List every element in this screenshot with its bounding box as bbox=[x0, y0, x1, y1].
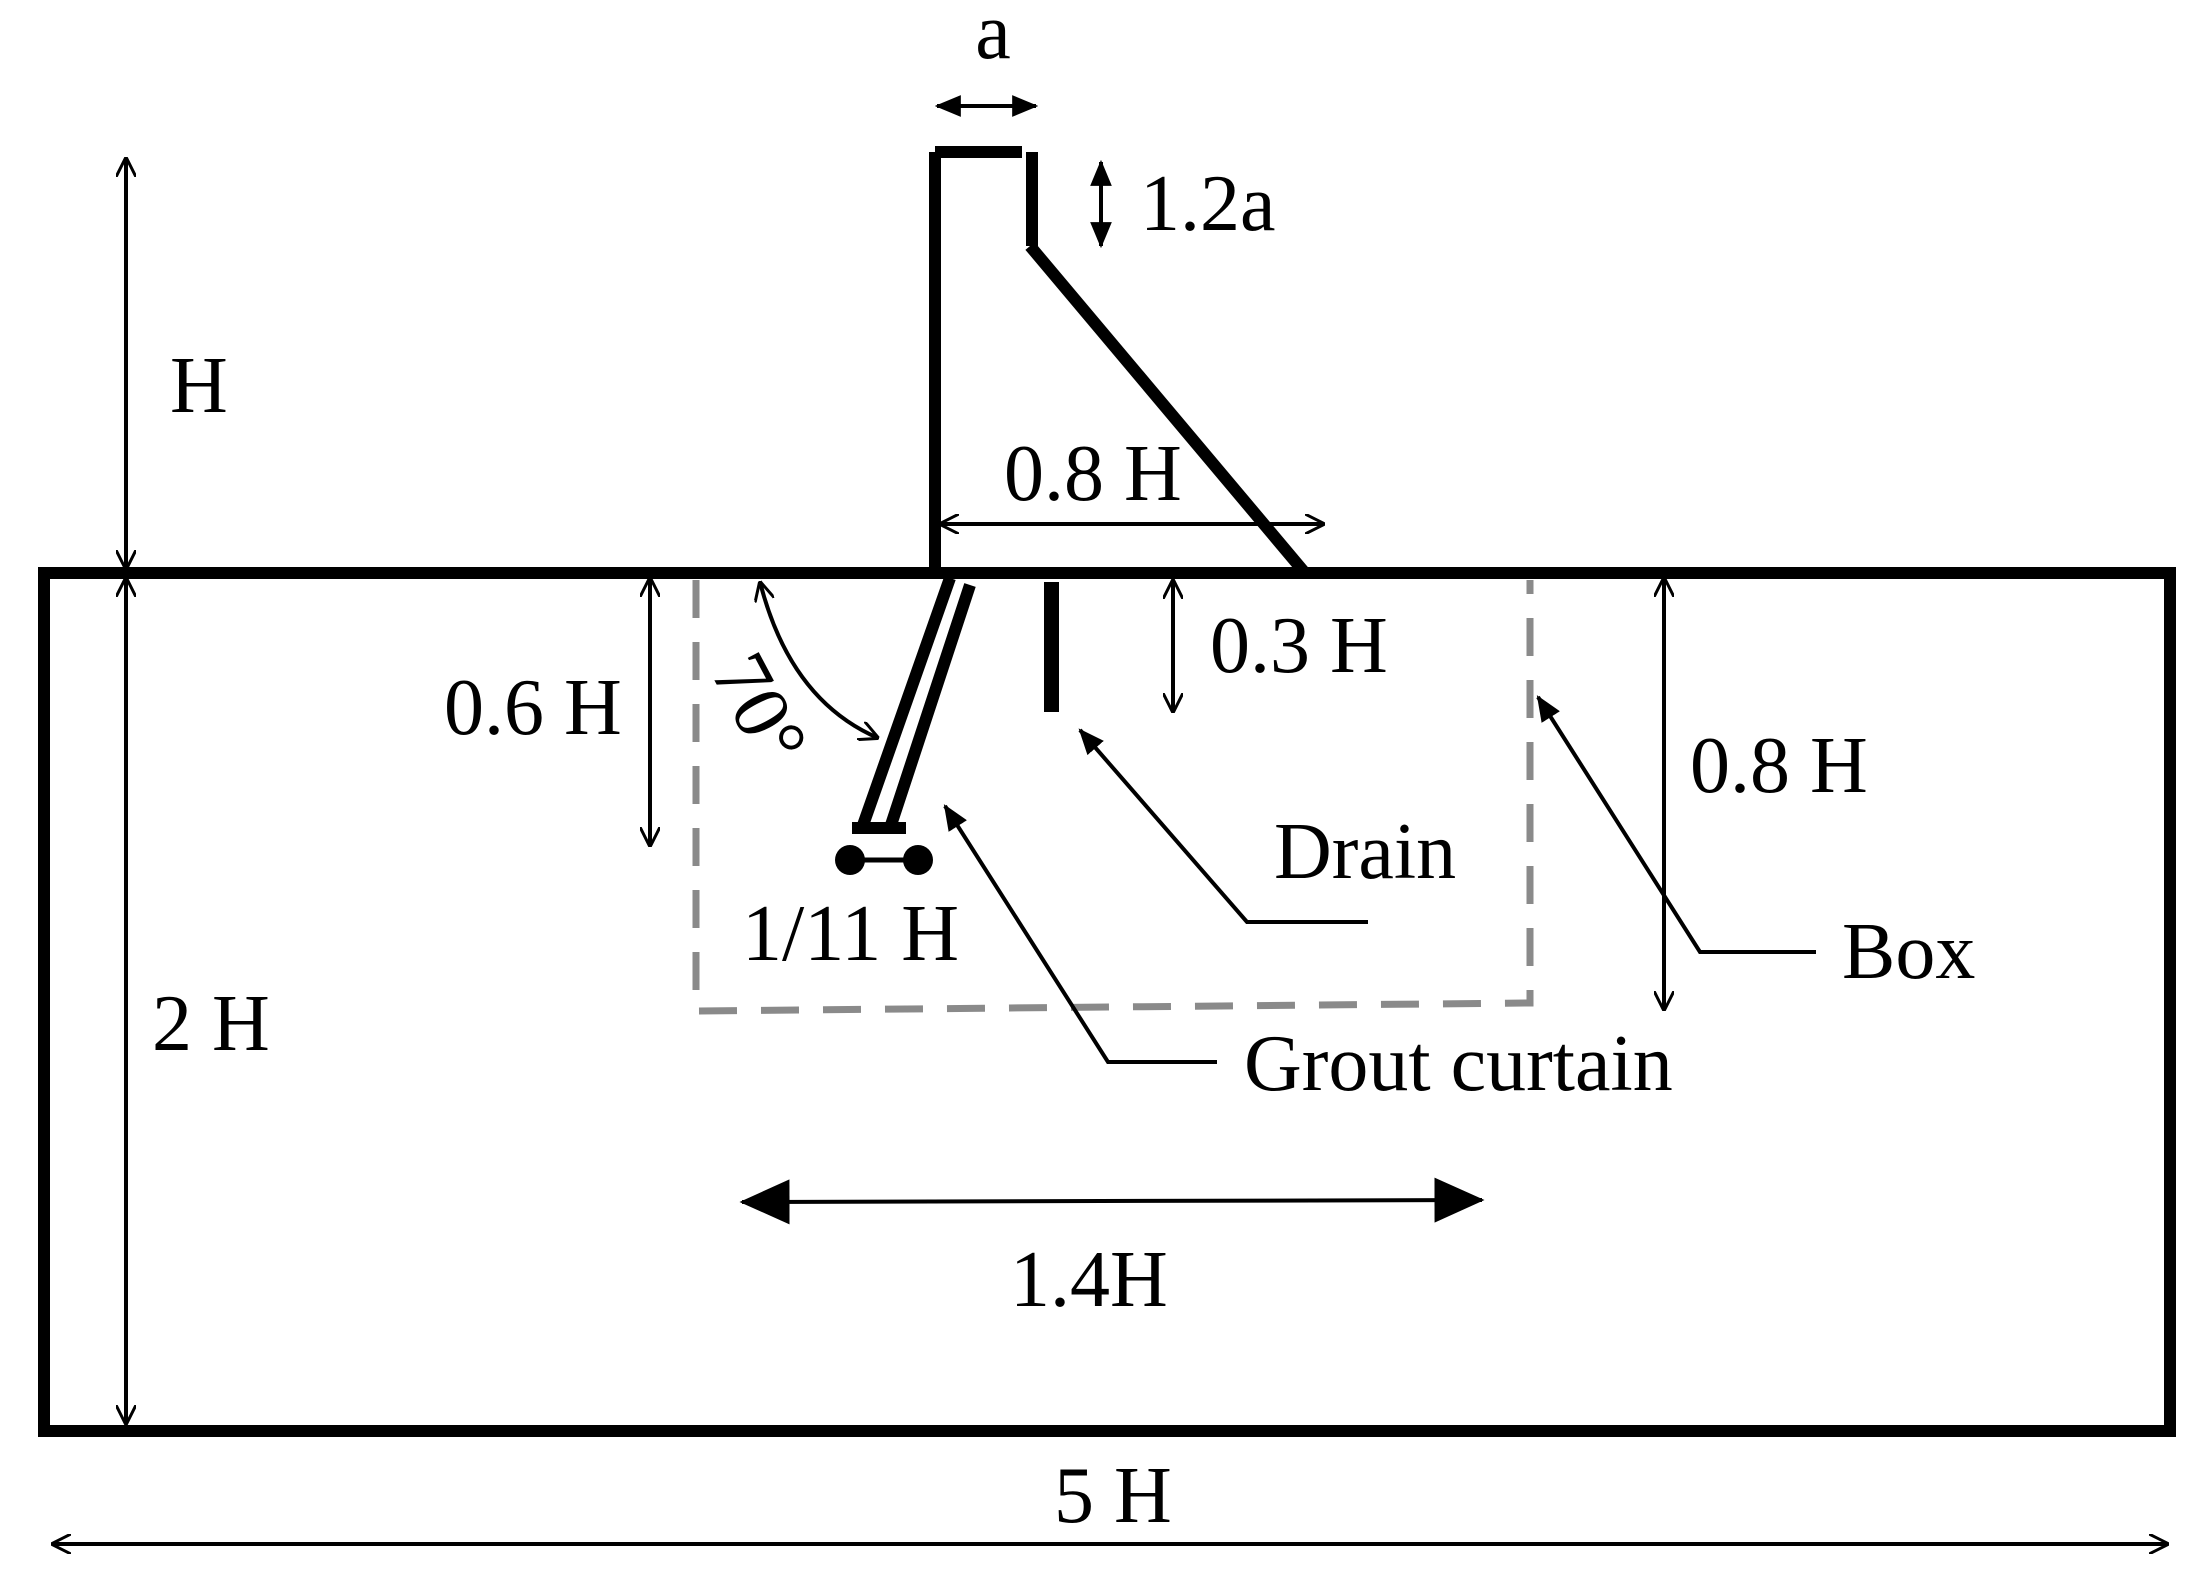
leader-box bbox=[1536, 695, 1816, 954]
foundation-boundary bbox=[38, 567, 2176, 1437]
label-crest-height: 1.2a bbox=[1140, 160, 1276, 248]
label-grout-curtain: Grout curtain bbox=[1244, 1020, 1673, 1108]
dim-box-width bbox=[739, 1177, 1485, 1225]
label-drain-depth: 0.3 H bbox=[1210, 602, 1388, 690]
label-foundation-depth: 2 H bbox=[152, 980, 270, 1068]
grout-curtain-left-edge bbox=[856, 576, 956, 830]
label-box-depth: 0.8 H bbox=[1690, 722, 1868, 810]
label-box: Box bbox=[1842, 908, 1975, 996]
label-drain: Drain bbox=[1274, 808, 1456, 896]
dim-curtain-width-dot-right bbox=[903, 845, 933, 875]
dim-curtain-width-dot-left bbox=[835, 845, 865, 875]
analysis-box bbox=[692, 580, 1534, 1015]
label-dam-height: H bbox=[170, 342, 228, 430]
label-angle: 70° bbox=[694, 639, 824, 779]
label-curtain-width: 1/11 H bbox=[742, 890, 959, 978]
label-dam-base: 0.8 H bbox=[1004, 430, 1182, 518]
label-grout-depth: 0.6 H bbox=[444, 664, 622, 752]
label-total-width: 5 H bbox=[1054, 1452, 1172, 1540]
leader-grout-curtain bbox=[943, 804, 1217, 1064]
drain bbox=[1044, 582, 1059, 712]
label-crest-width: a bbox=[975, 0, 1011, 76]
grout-curtain-right-edge bbox=[884, 583, 976, 830]
label-box-width: 1.4H bbox=[1010, 1236, 1168, 1324]
angle-arc bbox=[760, 582, 878, 738]
leader-drain bbox=[1078, 728, 1368, 924]
